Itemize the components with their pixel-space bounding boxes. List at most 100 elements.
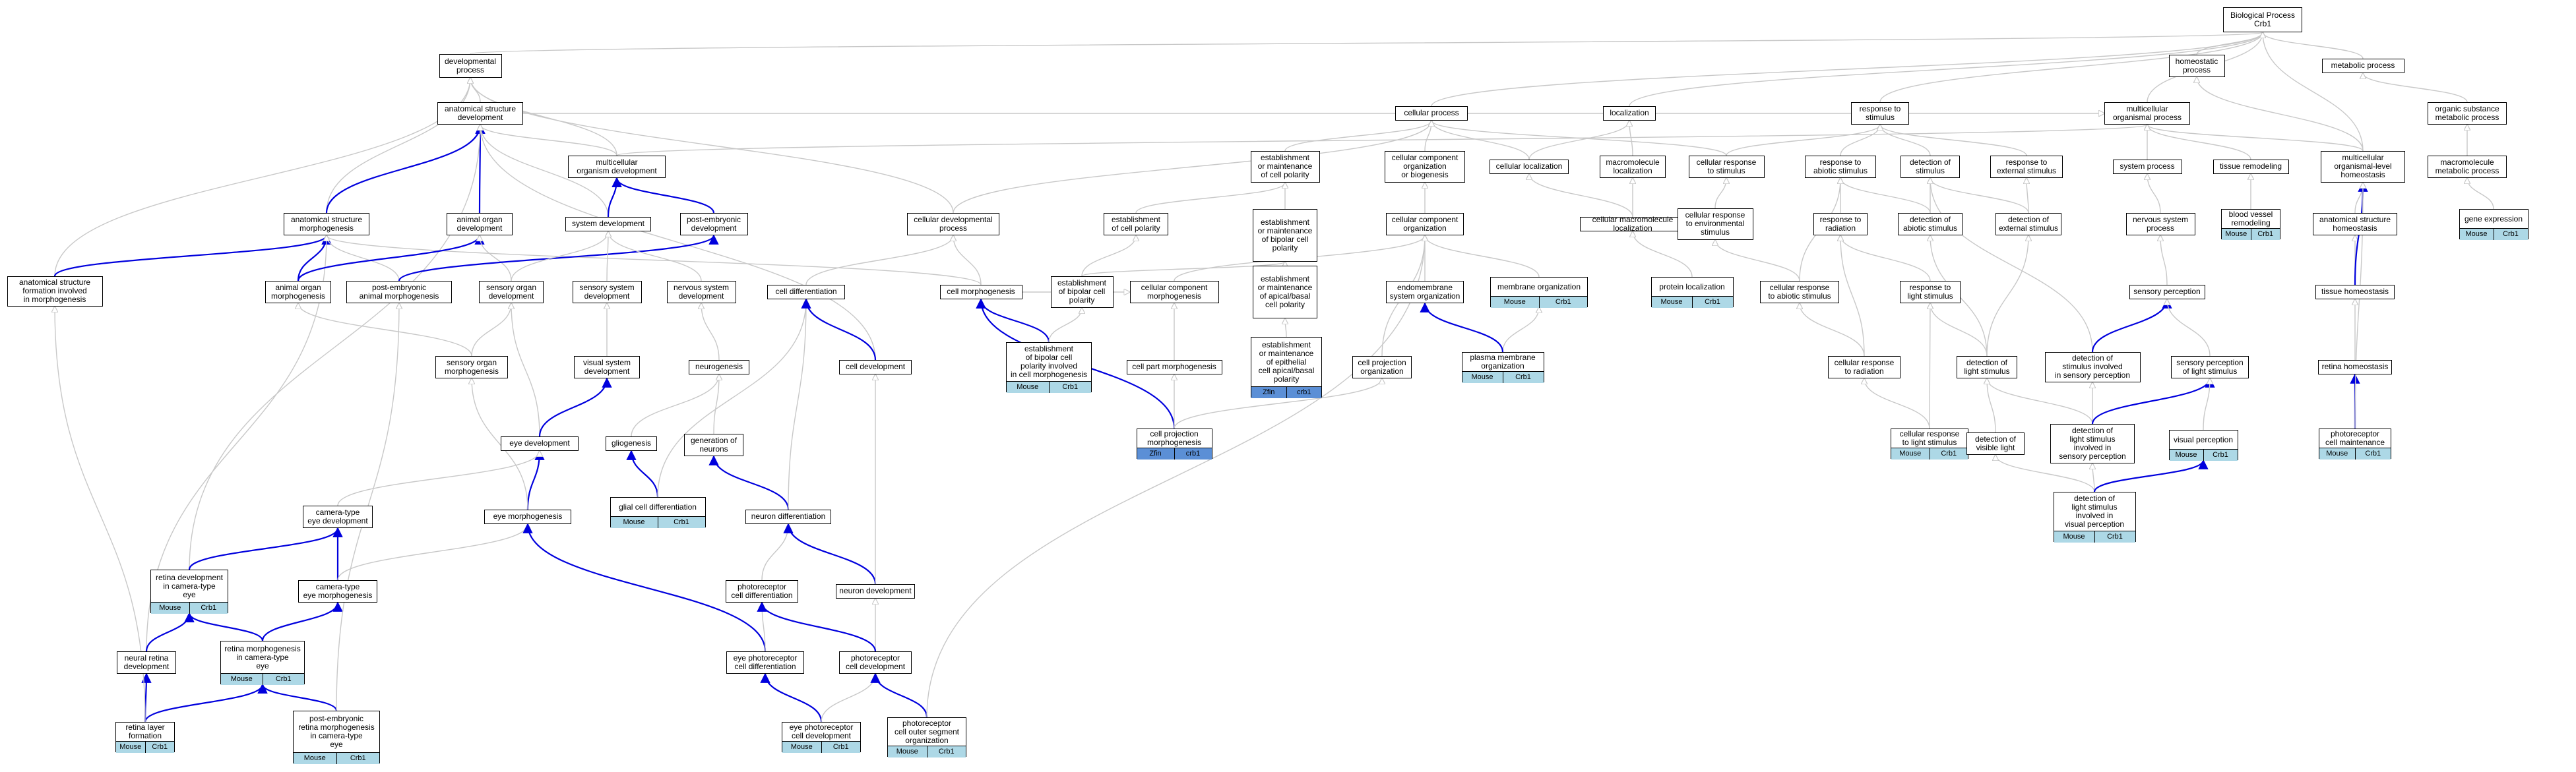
go-term-node[interactable]: neural retina development (117, 651, 176, 674)
go-term-node[interactable]: sensory perception of light stimulus (2171, 356, 2249, 378)
go-term-node[interactable]: cellular response to environmental stimu… (1677, 208, 1753, 240)
go-term-node[interactable]: eye development (501, 436, 579, 451)
go-term-node[interactable]: cell morphogenesis (939, 285, 1022, 299)
go-term-node[interactable]: cellular component organization (1386, 213, 1464, 235)
go-term-node[interactable]: post-embryonic animal morphogenesis (346, 281, 452, 303)
go-term-node[interactable]: establishment of cell polarity (1104, 213, 1168, 235)
go-term-node[interactable]: cellular localization (1490, 160, 1569, 174)
go-term-node[interactable]: anatomical structure formation involved … (7, 276, 103, 307)
go-term-node[interactable]: cell projection organization (1352, 356, 1412, 378)
go-term-node[interactable]: detection of external stimulus (1995, 213, 2061, 235)
go-term-node[interactable]: cell development (839, 360, 912, 374)
go-term-node[interactable]: multicellular organismal process (2104, 102, 2190, 125)
go-term-node[interactable]: tissue remodeling (2213, 160, 2289, 174)
go-term-node[interactable]: anatomical structure homeostasis (2313, 213, 2397, 235)
go-term-node[interactable]: establishment of bipolar cell polarity i… (1006, 342, 1092, 393)
edge-pmo-to-memorg (1502, 307, 1539, 353)
edge-loc-to-bp (1629, 32, 2263, 107)
go-term-node[interactable]: sensory system development (572, 281, 642, 303)
go-term-node[interactable]: generation of neurons (684, 434, 743, 456)
go-term-node[interactable]: Biological Process Crb1 (2223, 7, 2302, 32)
go-term-node[interactable]: detection of light stimulus involved in … (2053, 492, 2136, 543)
go-term-node[interactable]: animal organ morphogenesis (265, 281, 331, 303)
go-term-node[interactable]: neuron differentiation (745, 510, 831, 524)
go-term-node[interactable]: detection of light stimulus involved in … (2050, 424, 2135, 463)
go-term-node[interactable]: response to light stimulus (1900, 281, 1961, 303)
go-term-node[interactable]: detection of stimulus involved in sensor… (2044, 352, 2141, 382)
go-term-node[interactable]: photoreceptor cell outer segment organiz… (887, 717, 966, 757)
go-term-node[interactable]: tissue homeostasis (2315, 285, 2395, 299)
go-term-node[interactable]: post-embryonic development (679, 213, 748, 235)
go-term-node[interactable]: camera-type eye morphogenesis (298, 580, 377, 603)
go-term-node[interactable]: detection of stimulus (1901, 156, 1960, 178)
go-term-node[interactable]: localization (1603, 106, 1656, 121)
go-term-node[interactable]: multicellular organism development (568, 156, 666, 178)
go-term-node[interactable]: response to abiotic stimulus (1805, 156, 1876, 178)
go-term-node[interactable]: sensory organ morphogenesis (435, 356, 508, 378)
go-term-node[interactable]: cell part morphogenesis (1126, 360, 1222, 374)
go-term-node[interactable]: animal organ development (447, 213, 513, 235)
go-term-node[interactable]: anatomical structure morphogenesis (284, 213, 369, 235)
go-term-node[interactable]: establishment or maintenance of apical/b… (1253, 266, 1317, 318)
go-term-node[interactable]: multicellular organismal-level homeostas… (2321, 151, 2405, 183)
go-term-node[interactable]: anatomical structure development (437, 102, 523, 125)
go-term-node[interactable]: nervous system process (2125, 213, 2195, 235)
go-term-node[interactable]: response to external stimulus (1990, 156, 2063, 178)
go-term-node[interactable]: response to stimulus (1851, 102, 1909, 125)
go-term-node[interactable]: endomembrane system organization (1386, 281, 1464, 303)
go-term-node[interactable]: macromolecule localization (1600, 156, 1666, 178)
go-term-node[interactable]: establishment of bipolar cell polarity (1050, 276, 1114, 308)
go-term-node[interactable]: cellular response to abiotic stimulus (1760, 281, 1839, 303)
go-term-node[interactable]: cellular component organization or bioge… (1385, 151, 1465, 183)
go-term-node[interactable]: cellular response to stimulus (1688, 156, 1765, 178)
go-term-node[interactable]: nervous system development (666, 281, 736, 303)
go-term-node[interactable]: macromolecule metabolic process (2428, 156, 2507, 178)
go-term-node[interactable]: retina homeostasis (2318, 360, 2392, 374)
go-term-node[interactable]: cellular developmental process (907, 213, 999, 235)
go-term-node[interactable]: metabolic process (2321, 59, 2404, 73)
go-term-node[interactable]: establishment or maintenance of cell pol… (1250, 151, 1320, 183)
go-term-node[interactable]: detection of light stimulus (1957, 356, 2017, 378)
go-term-node[interactable]: photoreceptor cell differentiation (726, 580, 798, 603)
go-term-node[interactable]: post-embryonic retina morphogenesis in c… (293, 711, 380, 764)
go-term-node[interactable]: eye morphogenesis (484, 510, 571, 524)
go-term-node[interactable]: system process (2112, 160, 2182, 174)
go-term-node[interactable]: eye photoreceptor cell differentiation (726, 651, 804, 674)
go-term-node[interactable]: cellular process (1395, 106, 1468, 121)
go-term-node[interactable]: developmental process (439, 54, 502, 78)
go-term-node[interactable]: response to radiation (1813, 213, 1868, 235)
go-term-node[interactable]: detection of visible light (1966, 432, 2025, 455)
go-term-node[interactable]: camera-type eye development (303, 506, 373, 528)
go-term-node[interactable]: cellular macromolecule localization (1580, 215, 1685, 232)
go-term-node[interactable]: sensory organ development (479, 281, 544, 303)
go-term-node[interactable]: gliogenesis (606, 436, 657, 451)
go-term-node[interactable]: organic substance metabolic process (2428, 102, 2507, 125)
go-term-node[interactable]: establishment or maintenance of bipolar … (1253, 209, 1317, 262)
go-term-node[interactable]: neuron development (836, 584, 915, 599)
go-term-node[interactable]: sensory perception (2129, 285, 2205, 299)
go-term-node[interactable]: cell differentiation (767, 285, 845, 299)
go-term-node[interactable]: cellular response to radiation (1828, 356, 1901, 378)
go-term-node[interactable]: neurogenesis (689, 360, 749, 374)
go-term-node[interactable]: cellular component morphogenesis (1129, 281, 1219, 303)
go-term-node[interactable]: establishment or maintenance of epitheli… (1251, 337, 1322, 398)
go-term-node[interactable]: detection of abiotic stimulus (1898, 213, 1963, 235)
go-term-node[interactable]: visual system development (574, 356, 640, 378)
go-term-node[interactable]: system development (565, 217, 651, 231)
go-term-node[interactable]: photoreceptor cell development (839, 651, 912, 674)
go-term-node[interactable]: homeostatic process (2168, 55, 2225, 77)
